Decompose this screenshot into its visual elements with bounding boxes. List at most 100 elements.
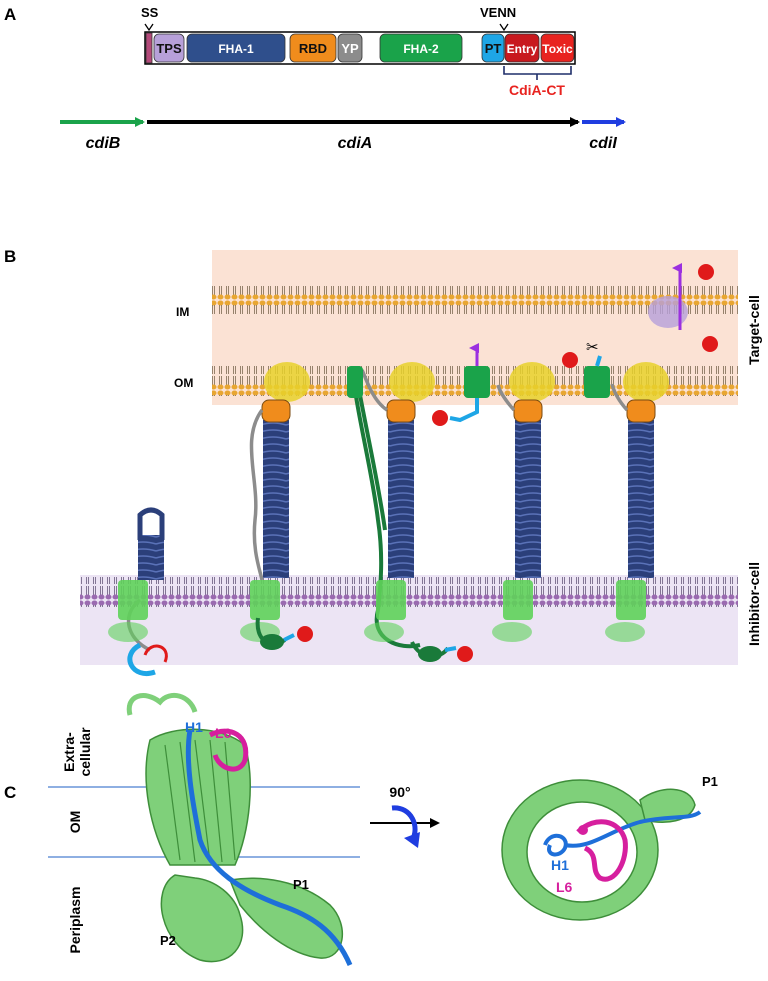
l6-label-top: L6 [556, 879, 573, 895]
cdia-stalks [137, 420, 654, 580]
om-label-b: OM [174, 376, 193, 390]
extracellular-loops [126, 692, 198, 716]
periplasm-label: Periplasm [67, 887, 83, 954]
cdib-transporters [108, 580, 646, 642]
im-transporter [648, 296, 688, 328]
domain-label-pt: PT [485, 41, 502, 56]
beta-barrel [145, 728, 251, 866]
cdib-potra [605, 622, 645, 642]
domain-label-entry: Entry [507, 42, 538, 56]
gene-label-cdii: cdiI [589, 135, 617, 152]
domain-label-tps: TPS [156, 41, 182, 56]
gene-label-cdib: cdiB [86, 135, 121, 152]
domain-entry [504, 33, 540, 63]
cdia-ct-label: CdiA-CT [509, 82, 565, 98]
fha2-knot [418, 646, 442, 662]
rotation-label: 90° [389, 784, 410, 800]
bama-receptors [264, 362, 669, 402]
cdib-barrel [118, 580, 148, 620]
bama-receptor [623, 362, 669, 402]
l6-loop-top [576, 819, 628, 882]
cdib-potra [364, 622, 404, 642]
cdib-barrel [250, 580, 280, 620]
h1-helix-side [185, 729, 353, 966]
bama-receptor [509, 362, 555, 402]
rbd-domain [261, 399, 291, 423]
cdib-barrel [616, 580, 646, 620]
fha2-pore [464, 366, 490, 398]
venn-marker-chevron [499, 23, 509, 32]
toxin [432, 410, 448, 426]
domain-toxic [540, 33, 575, 63]
fha1-stalk [388, 420, 414, 578]
rbd-domains [261, 399, 656, 423]
pt-thread [449, 398, 479, 423]
bama-receptor [264, 362, 310, 402]
cdib-barrel [503, 580, 533, 620]
scissors-icon: ✂ [586, 338, 599, 356]
h1-helix-top [543, 810, 702, 857]
toxin [702, 336, 718, 352]
pt-thread [595, 355, 602, 367]
rbd-domain [626, 399, 656, 423]
p1-label-top: P1 [702, 774, 718, 789]
domain-pt [481, 33, 505, 63]
cdib-barrel [376, 580, 406, 620]
cdib-potra [492, 622, 532, 642]
p2-label-side: P2 [160, 933, 176, 948]
toxin [698, 264, 714, 280]
domain-rbd [289, 33, 337, 63]
toxin [457, 646, 473, 662]
periplasmic-cdia-ct [127, 617, 457, 677]
target-cell-label: Target-cell [746, 295, 762, 365]
extracellular-label: Extra-cellular [61, 727, 93, 777]
gene-label-cdia: cdiA [338, 135, 373, 152]
protein-domains: TPS FHA-1 RBD YP FHA-2 PT Entry Toxic [145, 32, 575, 64]
linker [610, 383, 629, 412]
cdib-potra [108, 622, 148, 642]
toxin [562, 352, 578, 368]
translocation-steps: ✂ [449, 263, 688, 423]
domain-label-fha-1: FHA-1 [218, 42, 254, 56]
panel-c-label: C [4, 783, 16, 802]
l6-loop-side [208, 728, 249, 772]
potra-p2 [160, 874, 244, 963]
domain-label-rbd: RBD [299, 41, 327, 56]
om-label-c: OM [67, 811, 83, 834]
domain-label-yp: YP [341, 41, 359, 56]
ss-marker-label: SS [141, 5, 159, 20]
cdib-structure-side [126, 692, 353, 966]
cdia-ct-bracket [503, 66, 572, 80]
fha1-stalk [628, 420, 654, 578]
h1-label-top: H1 [551, 857, 569, 873]
rotation-icon-head [404, 832, 420, 848]
l6-sphere [578, 825, 588, 835]
p1-label-side: P1 [293, 877, 309, 892]
domain-yp [337, 33, 363, 63]
fha1-stalk [138, 535, 164, 580]
domain-fha-1 [186, 33, 286, 63]
bama-receptor [389, 362, 435, 402]
toxin [297, 626, 313, 642]
pt-loop [127, 642, 156, 677]
domain-signal-sequence [145, 32, 153, 64]
fha1-stalk [263, 420, 289, 578]
ss-marker-chevron [144, 23, 154, 32]
domain-tps [153, 33, 185, 63]
domain-fha-2 [379, 33, 463, 63]
toxin-loop [143, 644, 168, 663]
l6-label-side: L6 [215, 725, 232, 741]
domain-label-toxic: Toxic [542, 42, 573, 56]
toxins [297, 264, 718, 662]
linker [496, 384, 516, 412]
fha2-om-insertion [347, 366, 363, 398]
fha2-knot [260, 634, 284, 650]
inhibitor-cell-label: Inhibitor-cell [746, 562, 762, 646]
h1-label-side: H1 [185, 719, 203, 735]
domain-label-fha-2: FHA-2 [403, 42, 439, 56]
venn-marker-label: VENN [480, 5, 516, 20]
cdib-structure-top [501, 779, 702, 921]
barrel-lumen [526, 801, 638, 903]
panel-a-label: A [4, 5, 16, 24]
